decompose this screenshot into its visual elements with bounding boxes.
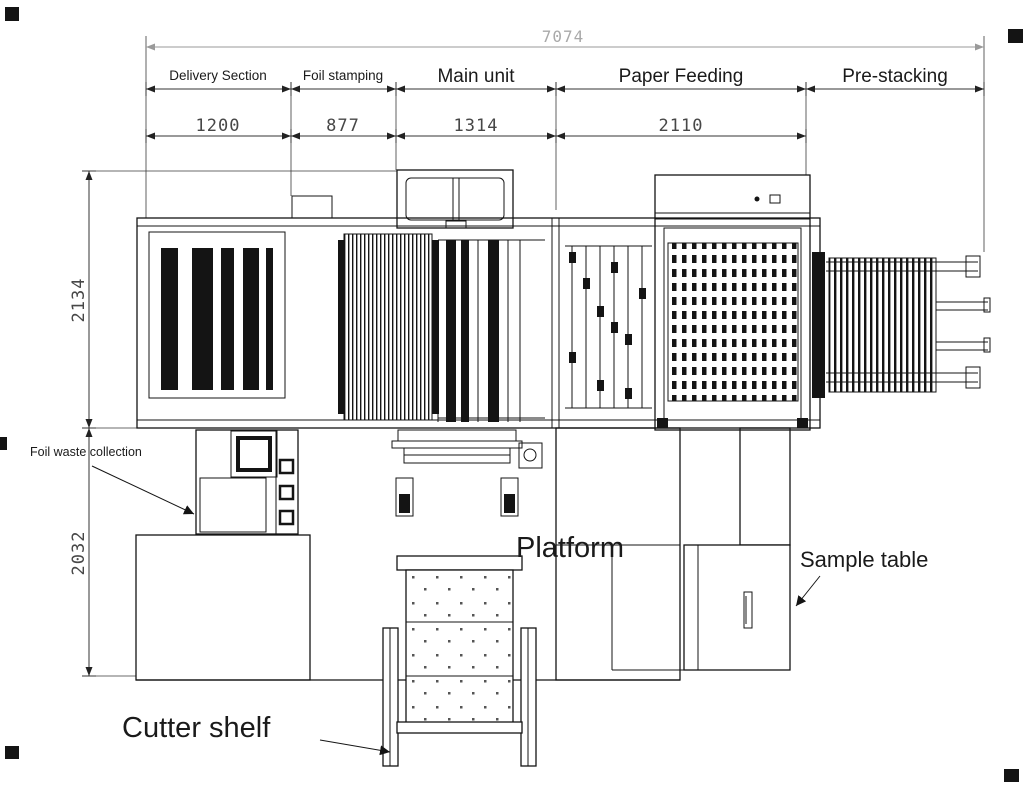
- dimension-value-upper-height: 2134: [69, 278, 89, 323]
- registration-mark: [1008, 29, 1023, 43]
- main-unit-drawing: [396, 169, 545, 422]
- sample-table-drawing: [611, 427, 791, 671]
- registration-marks: [0, 7, 1023, 782]
- callout-foil-waste-label: Foil waste collection: [30, 445, 142, 459]
- callout-sample-table-arrow: [795, 575, 821, 607]
- dimension-value-total: 7074: [542, 27, 585, 46]
- section-label-pre-stacking: Pre-stacking: [842, 66, 948, 87]
- center-conveyor-drawing: [391, 429, 543, 517]
- dimension-value-delivery: 1200: [196, 116, 241, 136]
- delivery-section-drawing: [148, 231, 286, 399]
- registration-mark: [5, 746, 19, 759]
- callout-platform-label: Platform: [516, 532, 624, 564]
- left-vertical-dimensions: 2134 2032: [69, 170, 397, 677]
- power-switch: [769, 194, 781, 204]
- paper-feeding-section-drawing: [565, 245, 652, 409]
- callout-foil-waste-arrow: [91, 465, 195, 515]
- callouts: Foil waste collection Platform Sample ta…: [30, 445, 928, 756]
- section-label-foil-stamping: Foil stamping: [303, 68, 383, 83]
- dimension-value-paper-feeding: 2110: [659, 116, 704, 136]
- section-label-main-unit: Main unit: [437, 66, 515, 87]
- callout-cutter-shelf-label: Cutter shelf: [122, 712, 271, 744]
- section-label-row: Delivery Section Foil stamping Main unit…: [145, 66, 985, 96]
- foil-stamping-section-drawing: [291, 195, 439, 421]
- indicator-dot: [754, 196, 760, 202]
- machine-body-top-view: [136, 169, 991, 431]
- section-label-paper-feeding: Paper Feeding: [619, 66, 744, 87]
- lower-structures: [135, 427, 791, 767]
- registration-mark: [0, 437, 7, 450]
- dimension-value-main-unit: 1314: [454, 116, 499, 136]
- registration-mark: [1004, 769, 1019, 782]
- dimension-total-width: 7074: [145, 27, 985, 252]
- callout-sample-table-label: Sample table: [800, 547, 928, 572]
- foil-waste-collection-drawing: [195, 429, 299, 535]
- pre-stacking-drawing: [812, 252, 991, 398]
- table-handle: [743, 591, 753, 629]
- registration-mark: [5, 7, 19, 21]
- dimension-value-lower-height: 2032: [69, 531, 89, 576]
- callout-cutter-shelf-arrow: [319, 739, 391, 756]
- feeder-cabinet-drawing: [654, 174, 811, 431]
- perforated-deck: [667, 242, 799, 402]
- sub-dimension-row: 1200 877 1314 2110: [145, 96, 807, 210]
- section-label-delivery: Delivery Section: [169, 68, 267, 83]
- cutter-shelf-drawing: [382, 555, 537, 767]
- dimension-value-foil-stamping: 877: [326, 116, 360, 136]
